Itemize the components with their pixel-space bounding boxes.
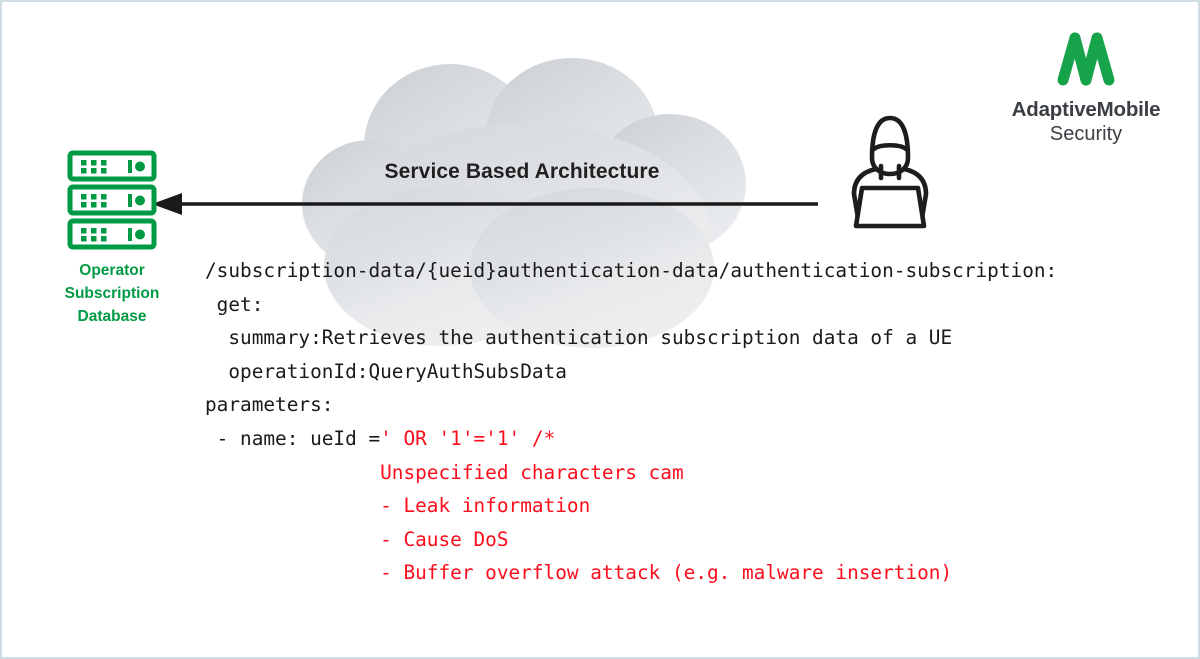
server-stack-icon <box>67 150 157 250</box>
code-line-leak: - Leak information <box>205 489 1185 523</box>
code-segment-plain: summary:Retrieves the authentication sub… <box>205 326 953 350</box>
code-segment-plain: /subscription-data/{ueid}authentication-… <box>205 259 1058 282</box>
brand-subtitle: Security <box>1049 122 1123 145</box>
code-line-injection: - name: ueId =' OR '1'='1' /* <box>205 422 1185 456</box>
code-line-dos: - Cause DoS <box>205 523 1185 557</box>
code-line-overflow: - Buffer overflow attack (e.g. malware i… <box>205 556 1185 590</box>
brand-logo: AdaptiveMobile Security <box>1000 28 1172 146</box>
operator-subscription-database: Operator Subscription Database <box>42 150 182 329</box>
code-segment-plain: parameters: <box>205 393 334 417</box>
code-line-summary: summary:Retrieves the authentication sub… <box>205 321 1185 355</box>
code-segment-injection: - Buffer overflow attack (e.g. malware i… <box>205 561 953 585</box>
code-line-get: get: <box>205 288 1185 322</box>
code-line-unspecified: Unspecified characters cam <box>205 456 1185 490</box>
database-label-line3: Database <box>77 307 147 325</box>
attack-arrow <box>152 190 832 218</box>
brand-name: AdaptiveMobile <box>1011 98 1161 121</box>
code-segment-plain: - name: ueId = <box>205 426 381 450</box>
code-segment-injection: - Leak information <box>205 494 591 518</box>
code-line-path: /subscription-data/{ueid}authentication-… <box>205 254 1185 288</box>
code-segment-injection: ' OR '1'='1' /* <box>380 426 556 450</box>
code-line-operationid: operationId:QueryAuthSubsData <box>205 355 1185 389</box>
database-label-line2: Subscription <box>64 284 160 302</box>
adaptivemobile-logo-icon <box>1057 32 1115 86</box>
code-segment-injection: - Cause DoS <box>205 527 509 551</box>
code-segment-plain: get: <box>205 292 264 316</box>
database-label-line1: Operator <box>79 262 145 279</box>
api-spec-code-block: /subscription-data/{ueid}authentication-… <box>205 254 1185 590</box>
code-segment-plain: operationId:QueryAuthSubsData <box>205 359 567 383</box>
cloud-title: Service Based Architecture <box>384 160 660 183</box>
code-segment-injection: Unspecified characters cam <box>205 460 684 484</box>
code-line-parameters: parameters: <box>205 388 1185 422</box>
database-label: Operator Subscription Database <box>42 260 182 329</box>
hooded-hacker-icon <box>834 110 946 232</box>
